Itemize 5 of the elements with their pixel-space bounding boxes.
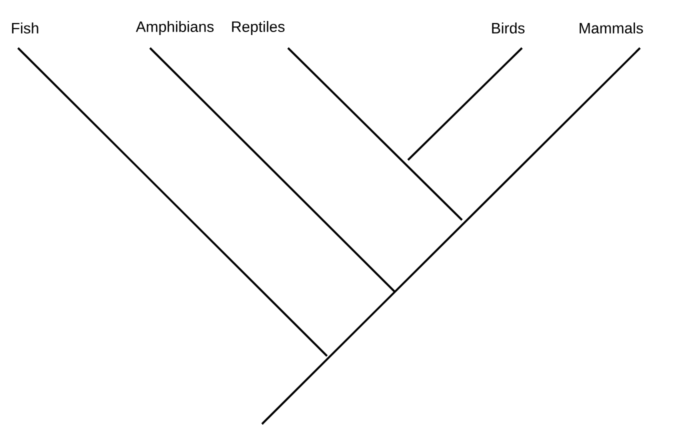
taxon-label: Reptiles [232,21,285,35]
taxon-label: Amphibians [136,21,214,35]
taxon-label: Mammals [580,22,643,34]
taxon-label: Fish [12,22,38,34]
taxon-label: Birds [492,22,525,34]
